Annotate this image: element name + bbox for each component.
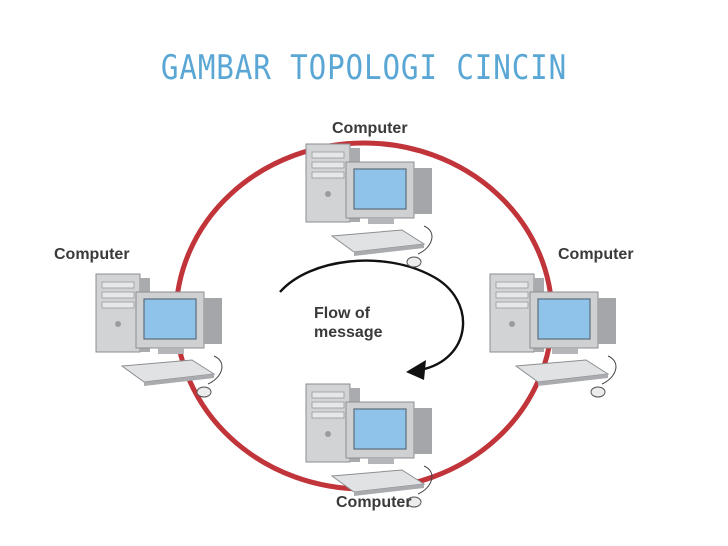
flow-caption-line1: Flow of: [314, 305, 370, 322]
computer-left-icon: [95, 273, 223, 398]
node-label-right: Computer: [558, 246, 634, 263]
node-label-top: Computer: [332, 120, 408, 137]
flow-caption-line2: message: [314, 324, 383, 341]
node-label-left: Computer: [54, 246, 130, 263]
node-label-bottom: Computer: [336, 494, 412, 511]
flow-caption: Flow of message: [314, 304, 383, 342]
page-title: GAMBAR TOPOLOGI CINCIN: [160, 48, 568, 88]
diagram-canvas: [95, 140, 617, 508]
computer-right-icon: [489, 273, 617, 398]
arrowhead-icon: [406, 360, 426, 380]
flow-arrow: [279, 259, 465, 372]
ring-topology-diagram: Computer Computer Computer Computer Flow…: [48, 108, 688, 538]
computer-bottom-icon: [305, 383, 433, 508]
computer-top-icon: [305, 143, 433, 268]
